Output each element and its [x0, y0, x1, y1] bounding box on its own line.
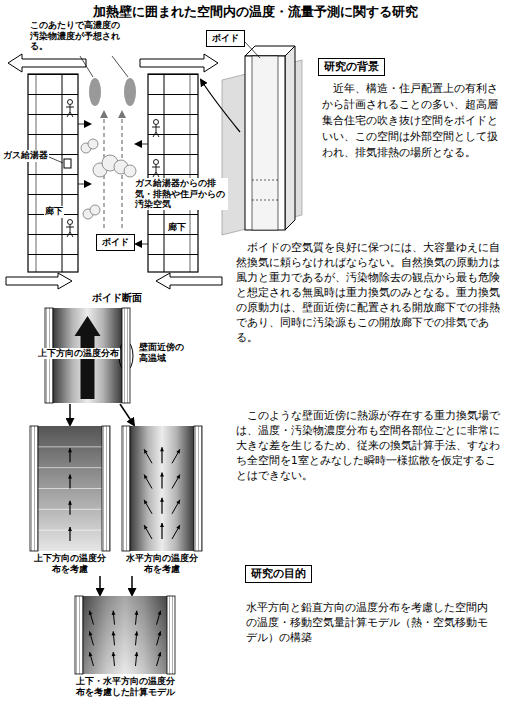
callout-note: このあたりで高濃度の汚染物濃度が予想される。 [30, 20, 124, 52]
figure-caption: 水平方向の温度分布を考慮 [122, 553, 202, 575]
flow-arrow [120, 404, 134, 425]
column-figure [75, 596, 175, 674]
box-text: 研究の背景 [324, 60, 379, 74]
model-column: 水平方向の温度分布を考慮 [122, 426, 202, 575]
box-text: 研究の目的 [251, 567, 306, 581]
void-column: 上下方向の温度分布壁面近傍の高温域 [45, 308, 130, 403]
column-figure-holder [122, 426, 202, 551]
section-heading: 研究の目的 [245, 565, 312, 583]
part-label: 廊下 [167, 222, 187, 234]
pollution-zones [80, 56, 136, 106]
goal-text: 水平方向と鉛直方向の温度分布を考慮した空間内の温度・移動空気量計算モデル（熱・空… [246, 600, 496, 645]
figure-caption: ボイド断面 [92, 291, 142, 305]
callout-label: 上下方向の温度分布 [37, 348, 120, 359]
residents [66, 100, 160, 238]
part-label: 廊下 [44, 206, 64, 218]
callout-box: ボイド [206, 30, 245, 47]
model-column: 上下・水平方向の温度分布を考慮した計算モデル [75, 596, 175, 698]
column-figure-holder [75, 596, 175, 674]
flow-arrow [131, 576, 133, 595]
column-figure [30, 426, 110, 551]
figure-caption: 上下・水平方向の温度分布を考慮した計算モデル [75, 676, 175, 698]
callout-note: ガス給湯器からの排気・排熱や住戸からの汚染空気 [134, 178, 228, 210]
callout-box: ボイド [96, 234, 135, 251]
body-paragraph: 近年、構造・住戸配置上の有利さから計画されることの多い、超高層集合住宅の吹き抜け… [322, 80, 504, 160]
box-text: ボイド [212, 32, 239, 45]
body-paragraph: このような壁面近傍に熱源が存在する重力換気場では、温度・汚染物濃度分布も空間各部… [236, 408, 504, 483]
callout-label: ガス給湯器 [2, 150, 49, 162]
exhaust-arrows [6, 54, 222, 289]
model-column: 上下方向の温度分布を考慮 [30, 426, 110, 575]
column-figure-holder [30, 426, 110, 551]
exhaust-clouds [81, 139, 136, 219]
section-heading: 研究の背景 [318, 58, 385, 76]
title-text: 加熱壁に囲まれた空間内の温度・流量予測に関する研究 [0, 3, 510, 21]
body-paragraph: ボイドの空気質を良好に保つには、大容量ゆえに自然換気に頼らなければならない。自然… [236, 240, 504, 345]
box-text: ボイド [102, 236, 129, 249]
building-towers [28, 74, 198, 272]
figure-caption: 上下方向の温度分布を考慮 [30, 553, 110, 575]
flow-arrow [69, 404, 71, 425]
gas-water-heater [49, 157, 71, 168]
flow-arrow [99, 576, 101, 595]
column-figure [122, 426, 202, 551]
callout-label: 壁面近傍の高温域 [138, 342, 186, 363]
